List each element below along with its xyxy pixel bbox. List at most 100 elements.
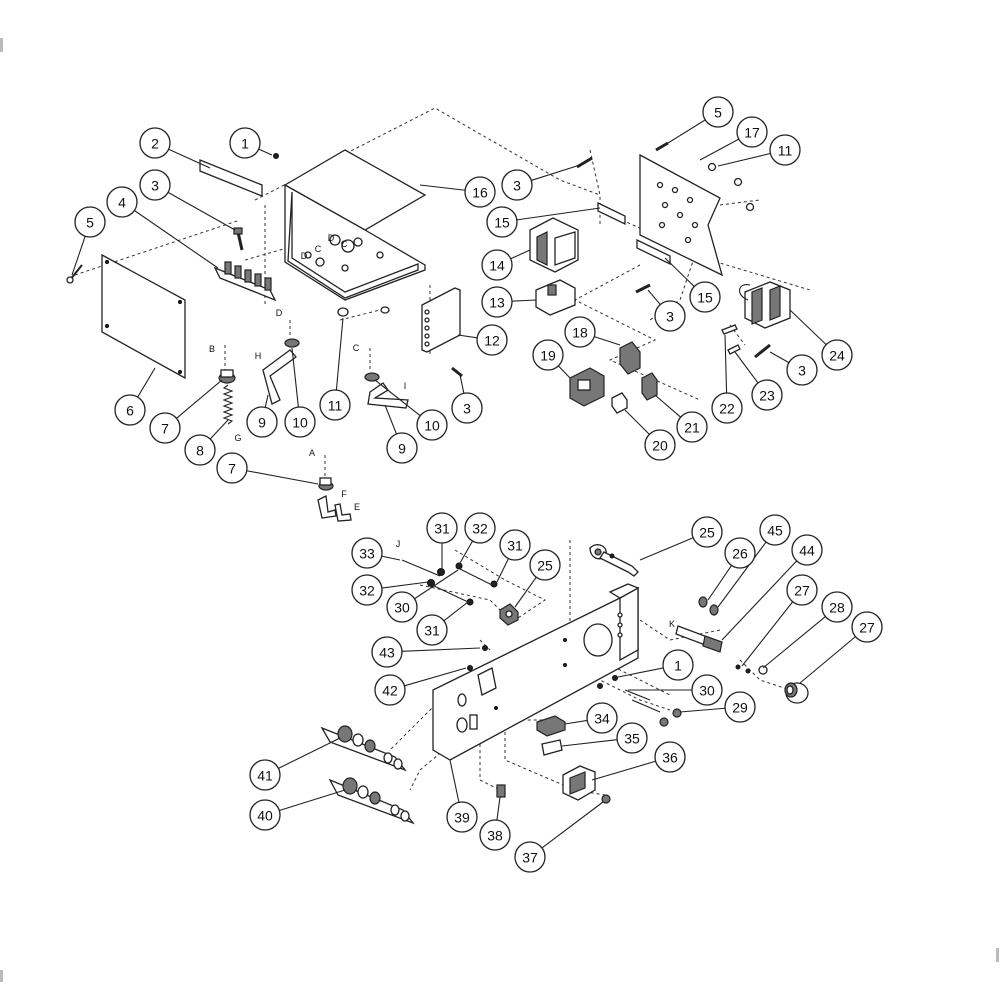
leader-line <box>457 334 478 339</box>
callout-number: 5 <box>86 215 94 231</box>
callout-number: 15 <box>697 290 713 306</box>
callout-number: 22 <box>719 401 735 417</box>
callout-number: 44 <box>799 543 815 559</box>
transformer <box>739 281 791 329</box>
scan-edge-mark <box>0 38 3 52</box>
callout-number: 20 <box>652 438 668 454</box>
fitting <box>318 477 334 491</box>
callout-12: 12 <box>476 324 508 356</box>
small-screw <box>467 665 473 671</box>
indicator-light <box>541 739 563 756</box>
bent-tube <box>262 349 297 405</box>
letter-marker: B <box>209 344 215 354</box>
leader-line <box>624 409 650 435</box>
callout-number: 18 <box>572 325 588 341</box>
callout-13: 13 <box>481 286 513 318</box>
callout-circle <box>74 206 106 238</box>
leader-line <box>799 636 856 684</box>
callout-number: 6 <box>126 403 134 419</box>
callout-32: 32 <box>464 512 496 544</box>
terminal-block <box>213 261 277 302</box>
callout-circle <box>319 389 351 421</box>
callout-circle <box>464 176 496 208</box>
leader-line <box>279 789 346 812</box>
callout-circle <box>532 339 564 371</box>
leader-line <box>707 565 733 601</box>
callout-circle <box>351 574 383 606</box>
leader-line <box>134 210 219 269</box>
callout-circle <box>426 512 458 544</box>
callout-number: 40 <box>257 808 273 824</box>
callout-19: 19 <box>532 339 564 371</box>
callout-number: 25 <box>537 558 553 574</box>
callout-circle <box>821 591 853 623</box>
callout-number: 36 <box>662 750 678 766</box>
assembly-path <box>339 309 381 321</box>
scan-edge-mark <box>0 970 3 982</box>
callout-3: 3 <box>451 392 483 424</box>
callout-3: 3 <box>786 354 818 386</box>
callout-number: 3 <box>666 309 674 325</box>
din-rail <box>636 238 671 266</box>
leader-line <box>258 148 273 156</box>
callout-number: 31 <box>507 538 523 554</box>
callout-number: 41 <box>257 768 273 784</box>
scan-edge-mark <box>996 948 999 962</box>
callout-number: 37 <box>522 850 538 866</box>
callout-circle <box>229 127 261 159</box>
callout-45: 45 <box>759 514 791 546</box>
callout-number: 32 <box>359 583 375 599</box>
leader-line <box>510 249 531 260</box>
callout-circle <box>514 841 546 873</box>
leader-line <box>459 540 474 564</box>
callout-30: 30 <box>386 591 418 623</box>
relay <box>535 279 576 316</box>
callout-31: 31 <box>499 529 531 561</box>
callout-number: 15 <box>494 215 510 231</box>
callout-27: 27 <box>851 611 883 643</box>
letter-marker: A <box>309 448 315 458</box>
leader-line <box>414 569 459 600</box>
callout-27: 27 <box>786 574 818 606</box>
top-strip <box>199 159 263 197</box>
callout-number: 17 <box>744 125 760 141</box>
callout-circle <box>702 96 734 128</box>
callout-number: 39 <box>454 810 470 826</box>
callout-circle <box>464 512 496 544</box>
callout-circle <box>529 549 561 581</box>
callout-circle <box>139 169 171 201</box>
connector <box>496 784 506 798</box>
callout-circle <box>351 537 383 569</box>
callout-number: 13 <box>489 295 505 311</box>
letter-marker: C <box>353 343 360 353</box>
callout-31: 31 <box>416 614 448 646</box>
callout-circle <box>711 392 743 424</box>
callout-number: 25 <box>699 525 715 541</box>
leader-line <box>167 191 236 231</box>
leader-line <box>443 601 469 622</box>
callout-circle <box>499 529 531 561</box>
callout-21: 21 <box>676 411 708 443</box>
callout-circle <box>249 759 281 791</box>
washer <box>735 664 741 670</box>
callout-28: 28 <box>821 591 853 623</box>
callout-circle <box>736 116 768 148</box>
callout-34: 34 <box>586 702 618 734</box>
callout-38: 38 <box>479 819 511 851</box>
callout-circle <box>184 434 216 466</box>
leader-line <box>594 336 621 346</box>
nut <box>707 162 755 212</box>
callout-8: 8 <box>184 434 216 466</box>
assembly-path <box>639 619 721 641</box>
callout-14: 14 <box>481 249 513 281</box>
callout-circle <box>564 316 596 348</box>
callout-circle <box>724 691 756 723</box>
rotary-switch <box>562 765 596 801</box>
assembly-path <box>739 659 791 691</box>
callout-15: 15 <box>486 206 518 238</box>
leader-line <box>496 558 509 583</box>
callout-36: 36 <box>654 741 686 773</box>
callout-circle <box>851 611 883 643</box>
callout-circle <box>821 339 853 371</box>
leader-line <box>278 737 341 769</box>
